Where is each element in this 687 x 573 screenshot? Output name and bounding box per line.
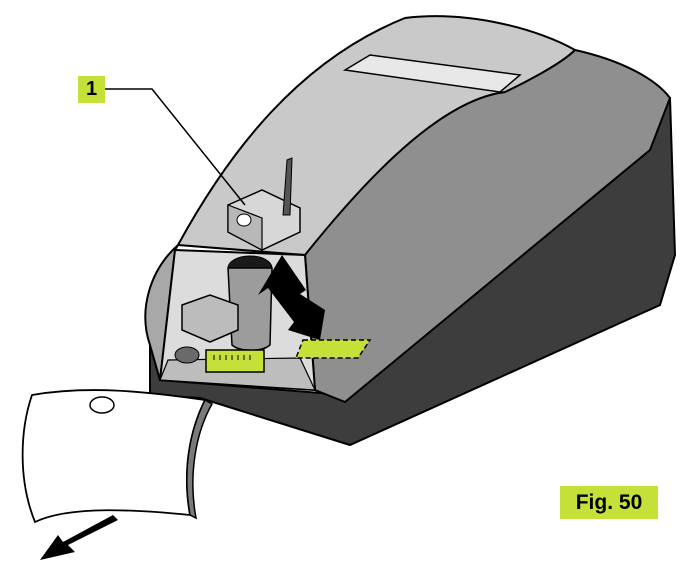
remove-arrow	[40, 515, 118, 560]
insert-arrow	[258, 255, 325, 340]
antenna	[282, 157, 293, 216]
housing-front-curve	[144, 244, 179, 381]
callout-number-badge: 1	[78, 76, 105, 103]
compartment-block	[181, 294, 239, 343]
connector-pins	[213, 355, 251, 360]
module-face	[227, 204, 263, 251]
figure-label: Fig. 50	[560, 486, 658, 519]
removed-cover	[21, 389, 207, 524]
callout-number: 1	[85, 78, 98, 100]
figure-label-text: Fig. 50	[575, 490, 643, 514]
screw-hole	[174, 346, 200, 364]
callout-line	[105, 88, 246, 206]
connector-socket	[205, 349, 265, 373]
cover-hole	[89, 396, 115, 414]
module-port	[236, 213, 252, 227]
module-target-area	[294, 339, 372, 359]
cover-edge	[186, 398, 214, 520]
housing-panel-stripe	[342, 54, 522, 93]
